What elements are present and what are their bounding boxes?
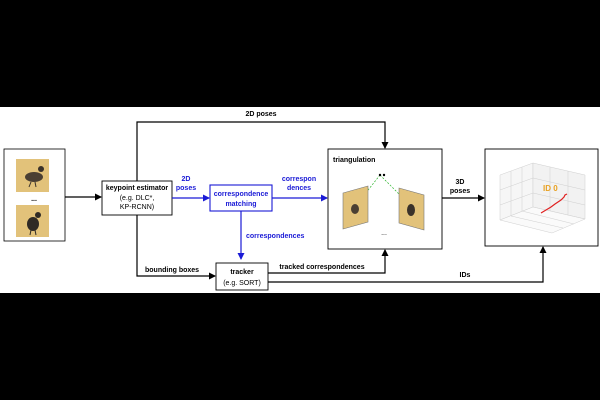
label-3d-poses-line1: 3D — [456, 179, 465, 186]
pigeon-photo-1 — [16, 159, 49, 192]
arrow-2d-poses-top — [136, 121, 389, 181]
label-correspondences-line2: dences — [287, 185, 311, 192]
id-label: ID 0 — [543, 184, 558, 193]
label-3d-poses-line2: poses — [450, 188, 470, 195]
keypoint-estimator-title: keypoint estimator — [106, 185, 169, 192]
correspondence-matching-box: correspondence matching — [209, 184, 273, 212]
arrow-ids — [268, 246, 547, 283]
label-2d-poses-line1: 2D — [182, 176, 191, 183]
label-correspondences: correspondences — [246, 233, 304, 240]
triangulation-box: triangulation ... — [327, 148, 443, 250]
input-ellipsis: ... — [31, 196, 37, 203]
triangulation-title: triangulation — [333, 157, 375, 164]
arrow-bounding-boxes — [136, 215, 216, 280]
keypoint-estimator-example-1: (e.g. DLC*, — [120, 195, 155, 202]
keypoint-estimator-box: keypoint estimator (e.g. DLC*, KP-RCNN) — [101, 180, 173, 216]
label-tracked-correspondences: tracked correspondences — [279, 264, 364, 271]
pipeline-diagram: ... keypoint estimator (e.g. DLC*, KP-RC… — [0, 107, 600, 293]
camera-view-left — [342, 185, 369, 230]
input-frames-box: ... — [3, 148, 66, 242]
arrow-tracked-correspondences — [268, 249, 389, 274]
label-2d-poses-top: 2D poses — [245, 111, 276, 118]
label-ids: IDs — [460, 272, 471, 279]
label-correspondences-line1: correspon — [282, 176, 316, 183]
correspondence-matching-line1: correspondence — [214, 191, 269, 198]
label-bounding-boxes: bounding boxes — [145, 267, 199, 274]
pigeon-photo-2 — [16, 205, 49, 237]
label-2d-poses-line2: poses — [176, 185, 196, 192]
trajectory-line — [540, 193, 568, 214]
camera-view-right — [398, 187, 425, 231]
tracker-subtitle: (e.g. SORT) — [223, 280, 261, 287]
keypoint-estimator-example-2: KP-RCNN) — [120, 204, 154, 211]
3d-axes-grid — [499, 162, 586, 234]
tracker-title: tracker — [230, 269, 254, 276]
tracker-box: tracker (e.g. SORT) — [215, 262, 269, 291]
output-3d-plot-box: ID 0 — [484, 148, 599, 247]
triangulation-ellipsis: ... — [381, 230, 387, 237]
correspondence-matching-line2: matching — [225, 201, 256, 208]
